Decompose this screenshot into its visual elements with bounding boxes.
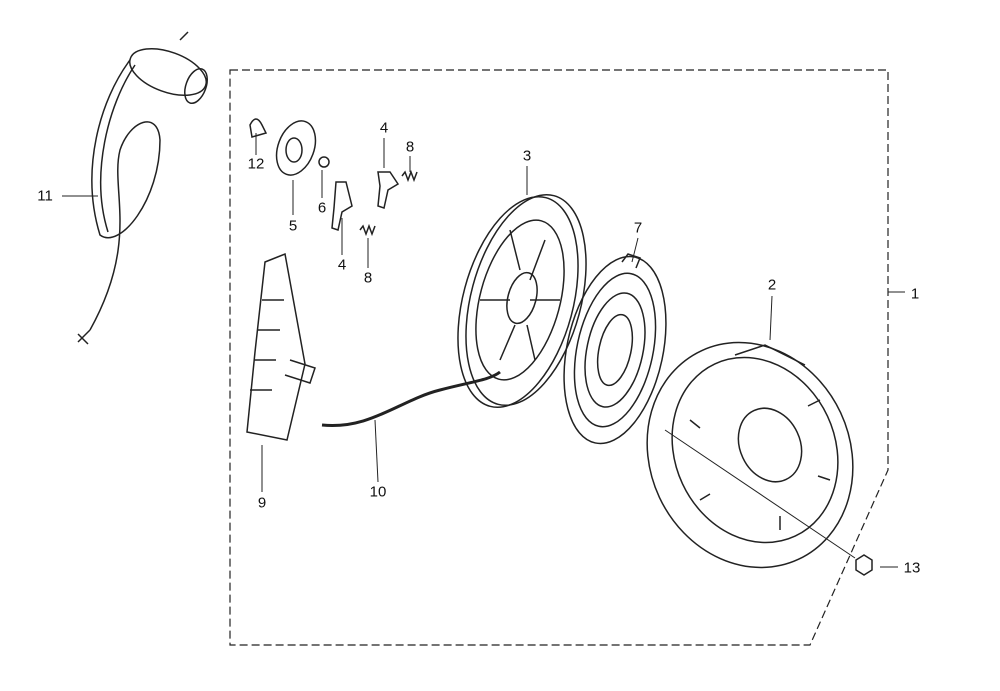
callout-11: 11 [37,187,53,205]
part-7-spiral-spring [563,253,667,445]
part-11-rope-cable [77,31,208,345]
callout-3: 3 [522,147,532,165]
part-4-ratchet-upper [377,171,400,209]
callout-5: 5 [288,217,298,235]
part-6-washer [318,156,330,168]
leader-lines [62,133,905,568]
part-8-spring-lower [359,223,376,237]
callout-9: 9 [257,494,267,512]
callout-10: 10 [369,483,387,501]
callout-1: 1 [910,285,920,303]
callout-4-lower: 4 [337,256,347,274]
callout-4-upper: 4 [379,119,389,137]
assembly-boundary [229,69,889,646]
callout-6: 6 [317,199,327,217]
callout-13: 13 [903,559,921,577]
callout-8-upper: 8 [405,138,415,156]
part-8-spring-upper [401,169,418,183]
callout-12: 12 [247,155,265,173]
part-4-ratchet-lower [331,181,353,231]
part-10-starter-rope [321,370,501,428]
part-12-screw [249,118,268,138]
part-13-bolt [855,554,873,576]
part-2-starter-case [646,341,854,569]
part-5-ratchet-guide [275,120,317,176]
part-9-grip [246,252,316,441]
callout-8-lower: 8 [363,269,373,287]
part-3-reel [457,193,587,409]
callout-7: 7 [633,219,643,237]
callout-2: 2 [767,276,777,294]
